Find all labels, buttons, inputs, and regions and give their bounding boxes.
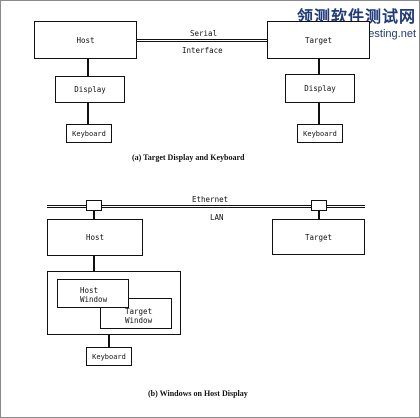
host-window: Host Window bbox=[57, 279, 129, 308]
host-transceiver bbox=[86, 200, 102, 211]
target-window-label-line1: Target bbox=[125, 307, 153, 316]
host-lan-connector bbox=[93, 211, 95, 219]
target-window-label-line2: Window bbox=[125, 316, 153, 325]
host-window-label-line1: Host bbox=[80, 286, 99, 295]
host-display-connector-a bbox=[87, 59, 89, 76]
host-box-b: Host bbox=[47, 219, 143, 256]
caption-b: (b) Windows on Host Display bbox=[148, 389, 248, 398]
target-box-a: Target bbox=[267, 21, 370, 59]
target-keyboard-label-a: Keyboard bbox=[303, 129, 337, 138]
host-box-a: Host bbox=[34, 21, 137, 59]
caption-a: (a) Target Display and Keyboard bbox=[132, 153, 245, 162]
interface-label: Interface bbox=[182, 46, 223, 55]
serial-interface-line bbox=[136, 39, 268, 42]
serial-label: Serial bbox=[190, 29, 218, 38]
host-keyboard-connector-a bbox=[87, 103, 89, 124]
target-keyboard-connector-a bbox=[318, 103, 320, 124]
host-display-label-a: Display bbox=[74, 85, 106, 94]
target-keyboard-box-a: Keyboard bbox=[297, 124, 343, 143]
host-display-box-a: Display bbox=[55, 76, 125, 103]
host-label-b: Host bbox=[85, 233, 105, 242]
ethernet-lan-line bbox=[47, 205, 365, 208]
keyboard-box-b: Keyboard bbox=[86, 347, 132, 366]
target-display-connector-a bbox=[318, 59, 320, 74]
host-keyboard-box-a: Keyboard bbox=[66, 124, 112, 143]
lan-label: LAN bbox=[210, 213, 224, 222]
target-transceiver bbox=[311, 200, 327, 211]
host-display-connector-b bbox=[93, 256, 95, 271]
target-display-box-a: Display bbox=[285, 74, 355, 103]
host-keyboard-label-a: Keyboard bbox=[72, 129, 106, 138]
keyboard-label-b: Keyboard bbox=[92, 352, 126, 361]
target-lan-connector bbox=[318, 211, 320, 219]
target-label-b: Target bbox=[304, 232, 333, 242]
target-display-label-a: Display bbox=[304, 84, 336, 93]
ethernet-label: Ethernet bbox=[192, 195, 229, 204]
target-box-b: Target bbox=[272, 219, 365, 255]
target-label-a: Target bbox=[304, 35, 333, 45]
host-keyboard-connector-b bbox=[108, 335, 110, 347]
host-label-a: Host bbox=[76, 35, 95, 45]
host-window-label-line2: Window bbox=[80, 295, 108, 304]
